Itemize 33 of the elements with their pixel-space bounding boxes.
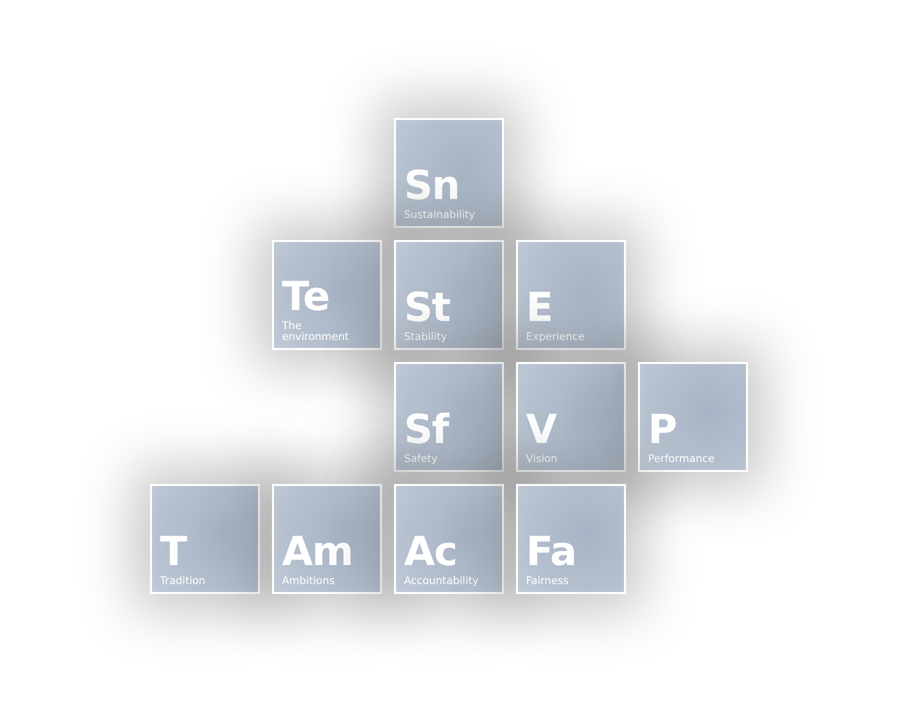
element-symbol: P: [648, 410, 678, 450]
element-name: Fairness: [526, 576, 570, 587]
element-tile: [394, 240, 504, 350]
element-name: Stability: [404, 332, 448, 343]
element-symbol: E: [526, 288, 554, 328]
element-name: Ambitions: [282, 576, 336, 587]
element-symbol: St: [404, 288, 451, 328]
element-name: Vision: [526, 454, 558, 465]
element-symbol: Fa: [526, 532, 577, 572]
element-tile: [394, 118, 504, 228]
element-tile: [516, 362, 626, 472]
element-symbol: Ac: [404, 532, 458, 572]
element-name: Accountability: [404, 576, 480, 587]
element-tile: [150, 484, 260, 594]
element-name: Sustainability: [404, 210, 476, 221]
element-name: Performance: [648, 454, 716, 465]
element-tile: [272, 240, 382, 350]
element-tile: [394, 484, 504, 594]
element-symbol: Te: [282, 276, 330, 317]
element-tile: [516, 484, 626, 594]
element-name: Safety: [404, 454, 439, 465]
element-symbol: Sn: [404, 166, 460, 206]
element-symbol: Sf: [404, 410, 450, 450]
element-name: The environment: [282, 320, 350, 343]
element-name: Tradition: [160, 576, 206, 587]
element-tile: [394, 362, 504, 472]
element-name: Experience: [526, 332, 586, 343]
element-tile: [638, 362, 748, 472]
element-tile: [272, 484, 382, 594]
element-symbol: Am: [282, 532, 354, 572]
element-tile: [516, 240, 626, 350]
element-symbol: T: [160, 532, 188, 572]
element-symbol: V: [526, 410, 558, 450]
